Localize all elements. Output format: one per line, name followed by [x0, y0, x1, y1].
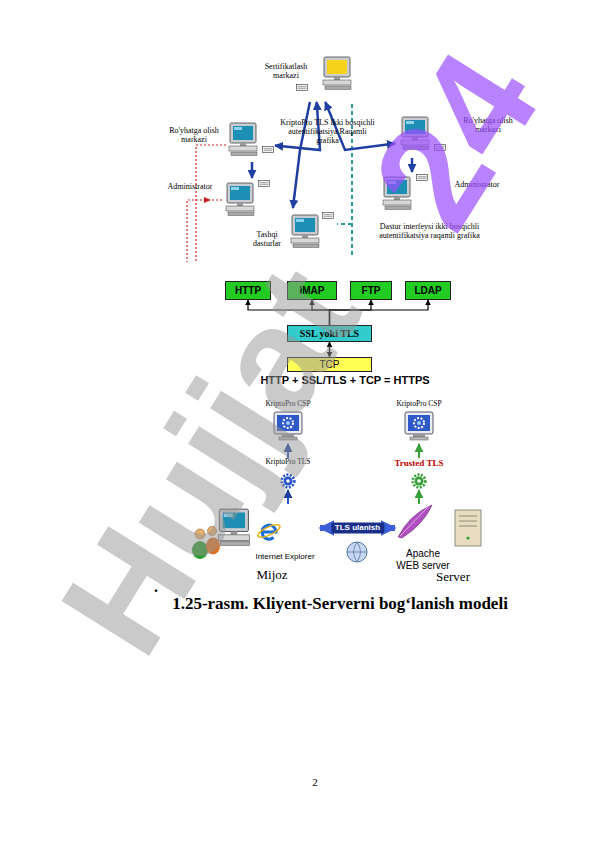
node-label: Internet Explorer [250, 552, 320, 561]
node-label: Sertifikatlash markazi [255, 62, 317, 80]
dashed-line [337, 223, 352, 225]
node-label: Mijoz [248, 568, 296, 583]
arrow-head [204, 197, 211, 203]
keyboard-icon [416, 175, 427, 181]
node-label: SSL yoki TLS [300, 328, 359, 340]
page-number: 2 [300, 776, 330, 789]
security-layer-box: SSL yoki TLS [287, 325, 372, 342]
feather-vein [400, 507, 428, 536]
connector-arrow [418, 490, 420, 504]
node-label: TCP [320, 359, 340, 371]
connector-arrow [287, 490, 289, 504]
dotted-line [187, 200, 222, 262]
formula-text: HTTP + SSL/TLS + TCP = HTTPS [230, 374, 460, 387]
node-label: KriptoPro TLS [255, 458, 321, 467]
node-label: Trusted TLS [383, 458, 455, 468]
node-label: IMAP [300, 285, 325, 297]
csp-icon [405, 412, 433, 440]
connector-arrow [312, 300, 330, 325]
tls-module-node: Trusted TLS [383, 458, 455, 490]
person-head [208, 527, 217, 536]
node-label: Apache WEB server [395, 548, 451, 571]
server-led [466, 536, 469, 539]
node-label: KriptoPro CSP [383, 400, 455, 409]
watermark: Hujjat [0, 166, 433, 754]
crypto-provider-node: KriptoPro CSP [255, 400, 321, 444]
connector-arrow [248, 300, 330, 325]
protocol-box: FTP [350, 281, 392, 300]
tls-module-node: KriptoPro TLS [255, 458, 321, 490]
edge-label: TLS ulanish [331, 522, 384, 533]
connector-arrow [293, 102, 310, 208]
computer-node: Administrator [160, 178, 275, 218]
transport-layer-box: TCP [287, 357, 372, 372]
computer-node: Ro'yhatga olish markazi [165, 118, 275, 162]
connector-arrow [330, 300, 372, 325]
browser-logo-orbit [256, 522, 281, 539]
computer-node: Administrator [378, 172, 513, 212]
server-tower [455, 510, 481, 546]
dotted-line [196, 145, 226, 262]
annotation: KriptoPro TLS Ikki bosqichli autentifika… [280, 118, 375, 146]
crypto-provider-node: KriptoPro CSP [383, 400, 455, 444]
csp-icon [274, 412, 302, 440]
computer-icon [291, 215, 319, 248]
keyboard-icon [322, 213, 333, 219]
protocol-box: IMAP [287, 281, 337, 300]
node-label: Ro'yhatga olish markazi [453, 116, 523, 134]
keyboard-icon [296, 85, 307, 91]
person-body [192, 541, 208, 559]
connector-arrow [329, 342, 330, 357]
person-head [195, 529, 205, 539]
connector-arrow [287, 444, 289, 458]
computer-node: Tashqi dasturlar [245, 208, 335, 256]
globe-icon [347, 542, 367, 562]
connector-arrow [411, 158, 414, 172]
computer-node: Ro'yhatga olish markazi [395, 112, 525, 158]
node-label: Server [427, 570, 479, 585]
computer-node: Sertifikatlash markazi [255, 52, 375, 102]
server-slots [459, 516, 477, 526]
server-node: Apache WEB serverServer [395, 504, 490, 588]
gear-icon [413, 475, 426, 488]
computer-icon [226, 183, 254, 216]
node-label: Ro'yhatga olish markazi [165, 126, 223, 144]
globe-lines [347, 542, 367, 562]
keyboard-icon [262, 147, 273, 153]
connector-arrow [251, 162, 254, 178]
protocol-box: LDAP [405, 281, 451, 300]
computer-icon [229, 123, 257, 156]
dot-mark: . [150, 578, 162, 596]
node-label: Tashqi dasturlar [245, 230, 289, 248]
node-label: Administrator [160, 182, 220, 191]
node-label: FTP [362, 285, 381, 297]
node-label: KriptoPro CSP [255, 400, 321, 409]
annotation: Dastur interfeysi ikki bosqichli autenti… [372, 222, 487, 240]
dashed-line [351, 104, 353, 258]
node-label: HTTP [235, 285, 261, 297]
client-node: Internet ExplorerMijoz [190, 504, 320, 590]
computer-icon [323, 57, 351, 90]
protocol-box: HTTP [225, 281, 271, 300]
computer-icon [401, 117, 429, 150]
apache-feather [398, 505, 432, 538]
computer-icon [218, 509, 249, 545]
person-body [206, 538, 220, 555]
gear-icon [282, 475, 295, 488]
node-label: LDAP [414, 285, 441, 297]
keyboard-icon [434, 145, 445, 151]
connector-arrow [330, 300, 429, 325]
node-label: Administrator [444, 180, 510, 189]
computer-icon [383, 177, 411, 210]
figure-caption: 1.25-rasm. Kliyent-Serverni bog‘lanish m… [120, 594, 560, 614]
keyboard-icon [258, 181, 269, 187]
connector-arrow [418, 444, 420, 458]
